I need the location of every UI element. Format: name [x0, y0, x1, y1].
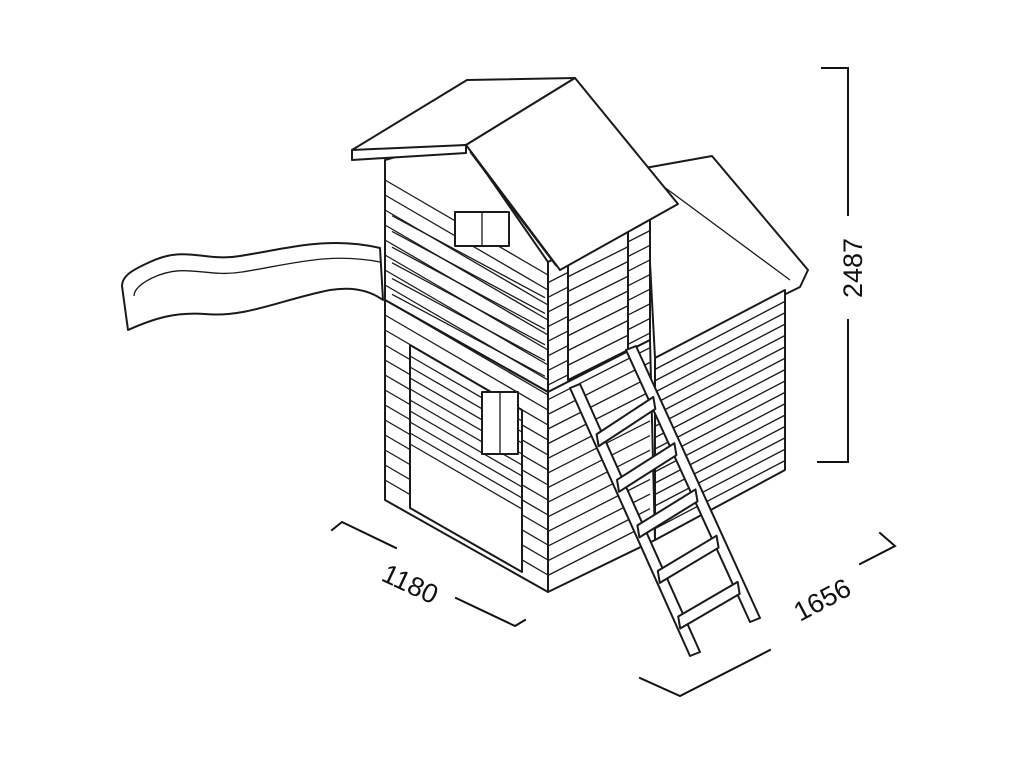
- ladder-left-rail: [569, 383, 701, 657]
- tower-right-wall: [547, 209, 656, 593]
- wall-plank: [654, 334, 786, 405]
- railing-slat: [391, 293, 546, 377]
- slide-chute: [121, 241, 384, 331]
- wall-plank: [384, 269, 549, 366]
- dimension-height: 2487: [817, 67, 868, 463]
- railing-slat: [391, 246, 546, 330]
- interior-plank: [409, 432, 523, 499]
- wall-plank: [384, 299, 549, 396]
- ladder-right-rail: [625, 345, 761, 623]
- depth-dim-line-left: [638, 648, 772, 698]
- ladder-rungs: [595, 395, 741, 630]
- wall-plank: [654, 414, 786, 484]
- interior-plank: [409, 410, 523, 477]
- interior-plank: [567, 334, 629, 366]
- slide: [121, 241, 384, 331]
- interior-plank: [567, 275, 629, 307]
- interior-plank: [567, 290, 629, 322]
- height-dim-line-bottom: [817, 319, 849, 463]
- wall-plank: [654, 300, 786, 370]
- upper-deck-interior-planks: [567, 246, 629, 366]
- wall-plank: [547, 449, 651, 503]
- wall-plank: [654, 346, 786, 416]
- height-dimension-label: 2487: [838, 238, 868, 298]
- interior-plank: [567, 305, 629, 337]
- wall-plank: [547, 434, 651, 489]
- wall-plank: [384, 224, 549, 321]
- wall-plank: [547, 391, 651, 445]
- tower-roof-fascia: [351, 144, 467, 161]
- wall-plank: [547, 522, 651, 576]
- railing-slat: [391, 277, 546, 362]
- annex-house: [644, 155, 809, 541]
- ladder: [569, 345, 761, 657]
- railing-slat: [391, 262, 546, 346]
- interior-plank: [409, 443, 523, 510]
- ladder-rung: [595, 395, 657, 448]
- wall-plank: [654, 437, 786, 507]
- depth-dimension-label: 1656: [789, 573, 856, 628]
- wall-plank: [654, 369, 786, 439]
- depth-dim-line-right: [858, 531, 897, 566]
- tower-roof-gable-edge: [469, 151, 557, 267]
- wall-plank: [384, 284, 549, 381]
- wall-plank: [654, 312, 786, 382]
- width-dimension-label: 1180: [377, 558, 442, 610]
- annex-roof: [644, 155, 809, 359]
- railing-slat: [391, 215, 546, 299]
- wall-plank: [654, 357, 786, 427]
- upper-railing-slats: [391, 215, 546, 377]
- wall-plank: [547, 361, 651, 415]
- width-dim-line-left: [330, 520, 398, 550]
- wall-plank: [654, 323, 786, 393]
- interior-plank: [409, 421, 523, 488]
- wall-plank: [547, 478, 651, 533]
- ladder-rung: [677, 580, 741, 630]
- ladder-rung: [616, 442, 678, 493]
- interior-plank: [567, 319, 629, 352]
- width-dim-line-right: [454, 596, 527, 628]
- tower-roof: [351, 77, 679, 271]
- wall-plank: [654, 460, 786, 530]
- railing-slat: [391, 230, 546, 315]
- wall-plank: [654, 425, 786, 496]
- ladder-rung: [636, 488, 699, 539]
- slide-inner-edge: [133, 257, 381, 297]
- interior-plank: [567, 260, 629, 293]
- ladder-rung: [656, 534, 720, 584]
- wall-plank: [384, 314, 549, 411]
- annex-roof-edge: [651, 177, 791, 281]
- height-dim-line-top: [821, 67, 849, 216]
- wall-plank: [547, 376, 651, 430]
- interior-plank: [567, 246, 629, 278]
- tower-roof-ridge: [465, 144, 561, 271]
